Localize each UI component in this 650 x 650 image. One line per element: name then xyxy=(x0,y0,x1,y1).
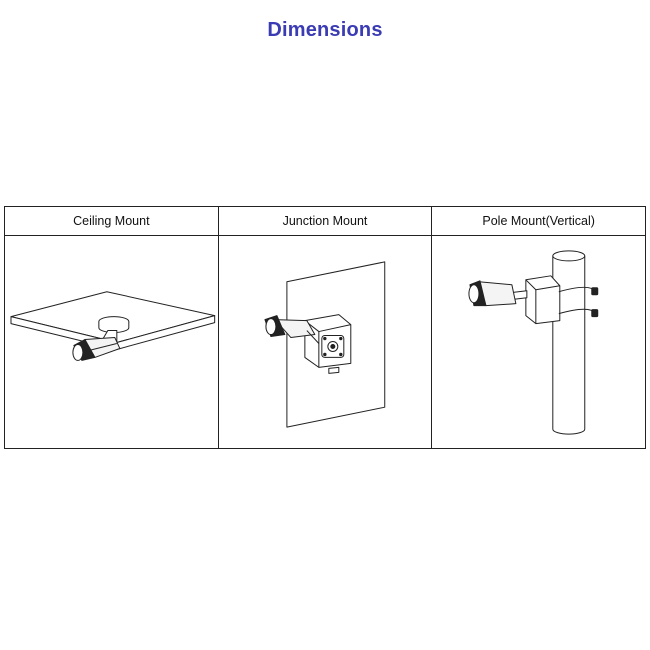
mount-header-ceiling: Ceiling Mount xyxy=(5,207,218,236)
mount-cell-pole xyxy=(432,236,645,448)
pole-mount-camera-icon xyxy=(468,250,599,435)
mount-cell-ceiling xyxy=(5,236,218,448)
mount-options-table: Ceiling Mount xyxy=(4,206,646,449)
mount-column-pole: Pole Mount(Vertical) xyxy=(432,207,646,448)
page-title: Dimensions xyxy=(267,19,383,41)
ceiling-mount-camera-icon xyxy=(10,291,216,361)
mount-column-junction: Junction Mount xyxy=(218,207,433,448)
mount-column-ceiling: Ceiling Mount xyxy=(5,207,219,448)
mount-header-junction: Junction Mount xyxy=(218,207,432,236)
mount-cell-junction xyxy=(219,236,432,448)
mount-header-pole: Pole Mount(Vertical) xyxy=(432,207,646,236)
junction-box-camera-icon xyxy=(264,261,385,428)
